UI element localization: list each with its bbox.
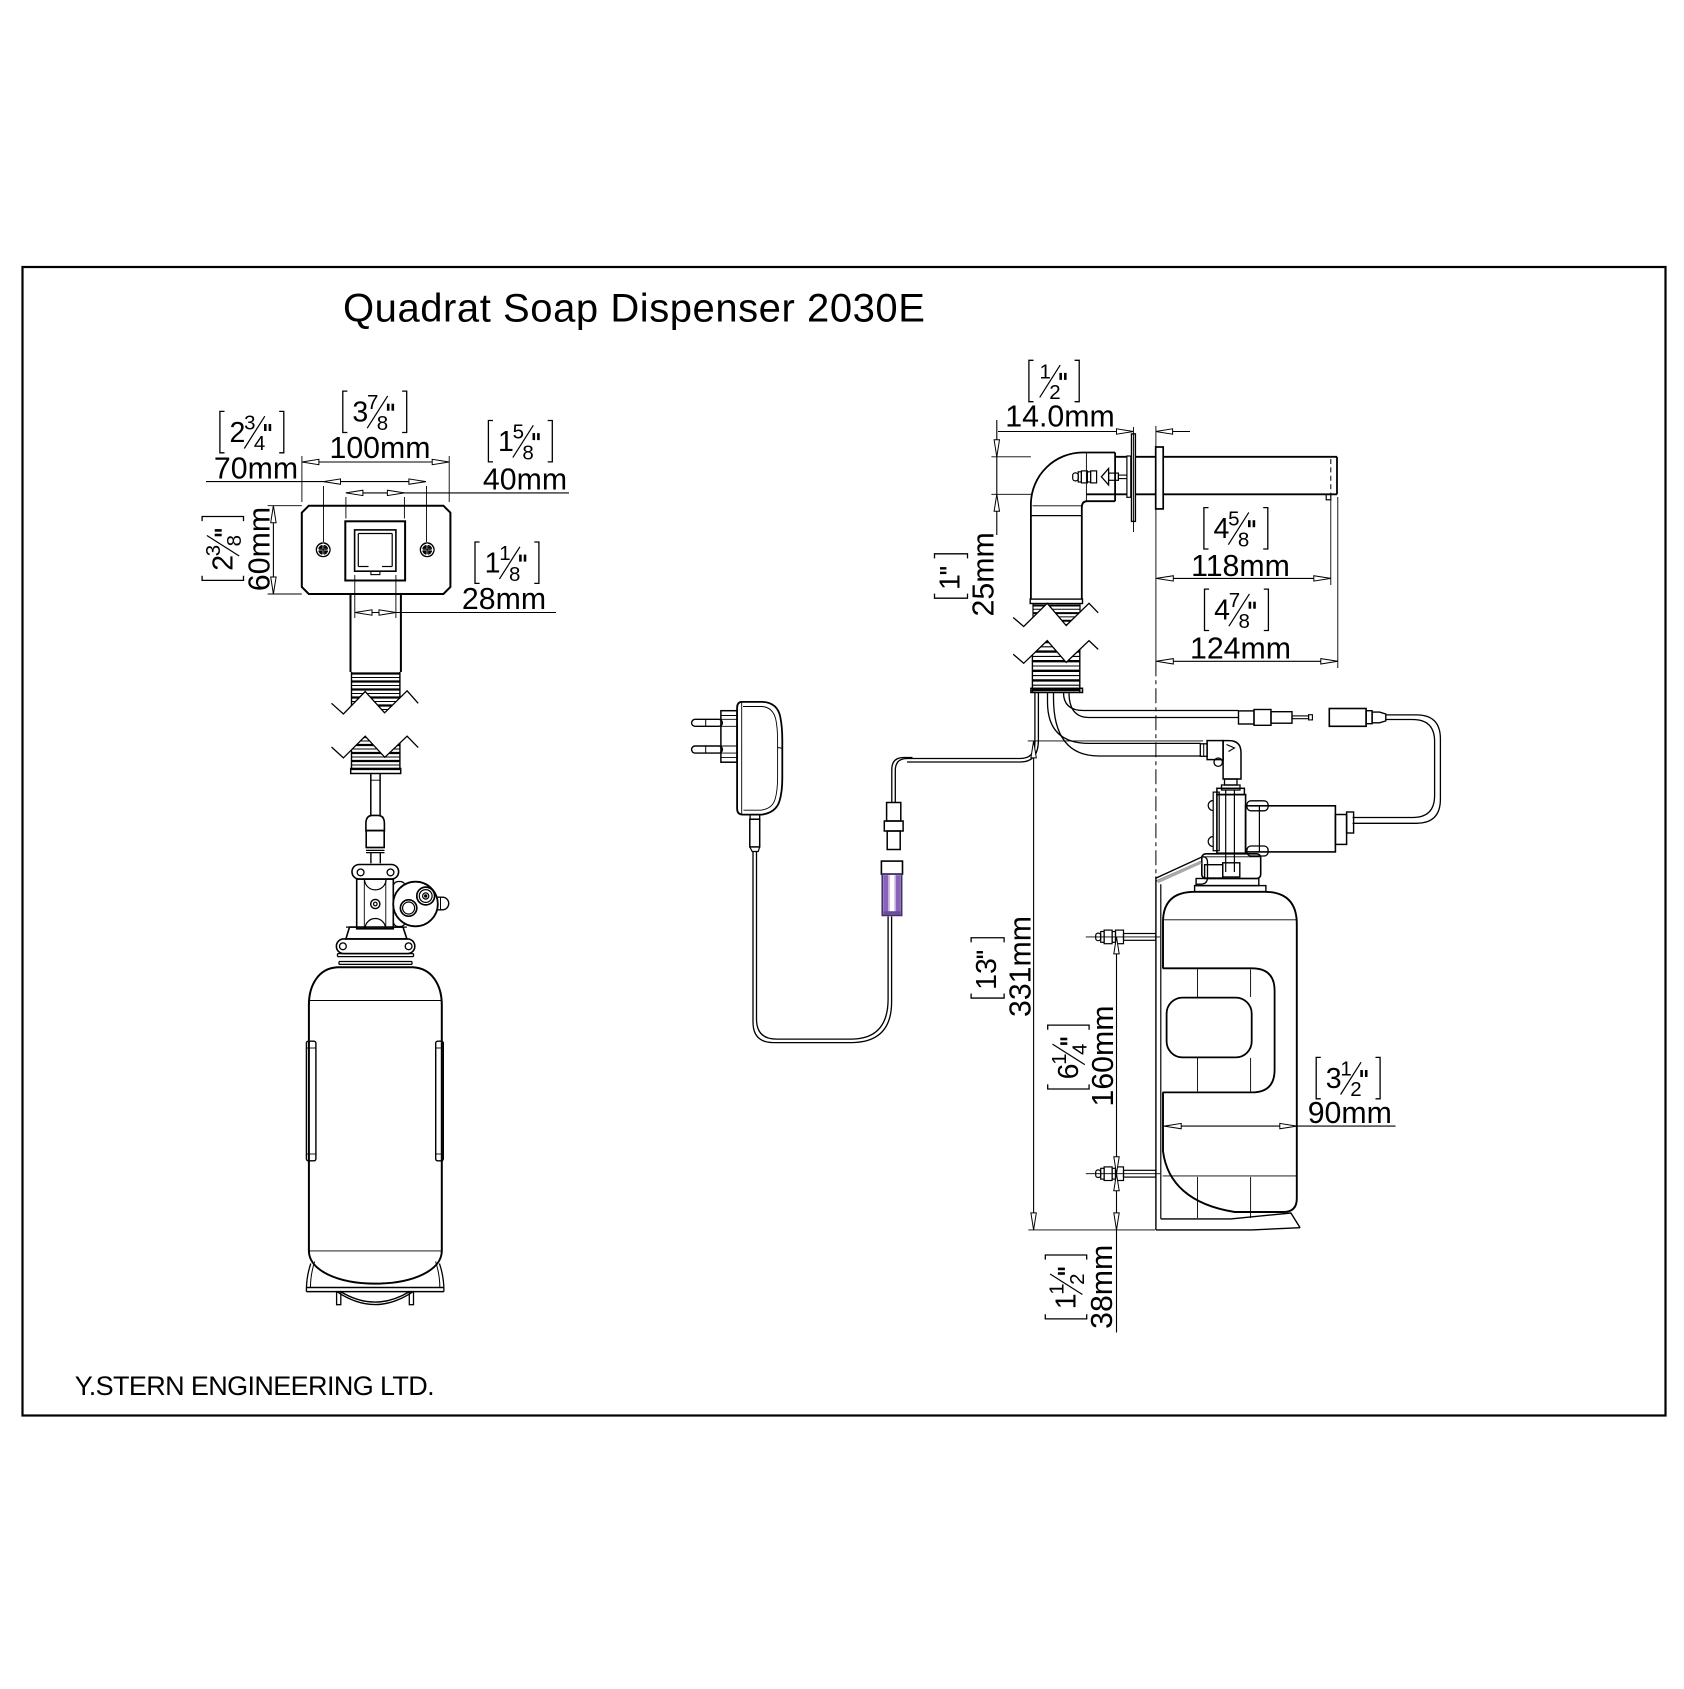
svg-text:100mm: 100mm	[329, 432, 430, 465]
svg-text:1: 1	[499, 542, 510, 565]
svg-text:1: 1	[485, 547, 501, 579]
svg-text:1: 1	[1045, 1283, 1068, 1294]
svg-text:160mm: 160mm	[1087, 1005, 1120, 1106]
svg-text:40mm: 40mm	[483, 464, 567, 497]
svg-text:1: 1	[1340, 1058, 1351, 1081]
svg-text:1: 1	[1051, 1293, 1083, 1309]
svg-text:70mm: 70mm	[214, 452, 298, 485]
svg-text:38mm: 38mm	[1086, 1245, 1119, 1329]
svg-text:60mm: 60mm	[244, 507, 277, 591]
svg-text:4: 4	[1214, 513, 1230, 545]
svg-text:8: 8	[377, 412, 388, 435]
svg-text:25mm: 25mm	[968, 532, 1001, 616]
svg-text:8: 8	[509, 563, 520, 586]
svg-text:2: 2	[208, 555, 240, 571]
svg-text:7: 7	[1229, 589, 1240, 612]
svg-text:118mm: 118mm	[1191, 550, 1290, 583]
svg-text:8: 8	[223, 535, 246, 546]
svg-text:331mm: 331mm	[1005, 916, 1038, 1017]
svg-text:1: 1	[498, 426, 514, 458]
svg-text:7: 7	[367, 391, 378, 414]
svg-text:5: 5	[1228, 508, 1239, 531]
svg-text:4: 4	[254, 432, 265, 455]
svg-text:2: 2	[1066, 1273, 1089, 1284]
svg-text:5: 5	[513, 421, 524, 444]
svg-text:4: 4	[1214, 595, 1230, 627]
svg-text:8: 8	[1238, 528, 1249, 551]
svg-text:Y.STERN ENGINEERING LTD.: Y.STERN ENGINEERING LTD.	[75, 1371, 434, 1401]
svg-text:13: 13	[971, 958, 1003, 990]
svg-text:3: 3	[1326, 1063, 1342, 1095]
svg-text:3: 3	[244, 412, 255, 435]
svg-text:6: 6	[1053, 1064, 1085, 1080]
svg-text:3: 3	[202, 545, 225, 556]
svg-text:4: 4	[1069, 1044, 1092, 1055]
svg-text:8: 8	[1239, 610, 1250, 633]
svg-text:2: 2	[230, 417, 246, 449]
svg-text:14.0mm: 14.0mm	[1005, 401, 1114, 434]
svg-text:1: 1	[1040, 360, 1051, 383]
svg-text:1: 1	[935, 574, 967, 590]
svg-text:2: 2	[1350, 1078, 1361, 1101]
svg-text:1: 1	[1048, 1053, 1071, 1064]
svg-text:2: 2	[1049, 381, 1060, 404]
svg-text:124mm: 124mm	[1190, 632, 1291, 665]
svg-text:90mm: 90mm	[1308, 1097, 1392, 1130]
svg-text:28mm: 28mm	[462, 583, 546, 616]
svg-text:3: 3	[352, 397, 368, 429]
svg-text:8: 8	[522, 441, 533, 464]
svg-text:Quadrat Soap Dispenser 2030E: Quadrat Soap Dispenser 2030E	[343, 287, 925, 331]
